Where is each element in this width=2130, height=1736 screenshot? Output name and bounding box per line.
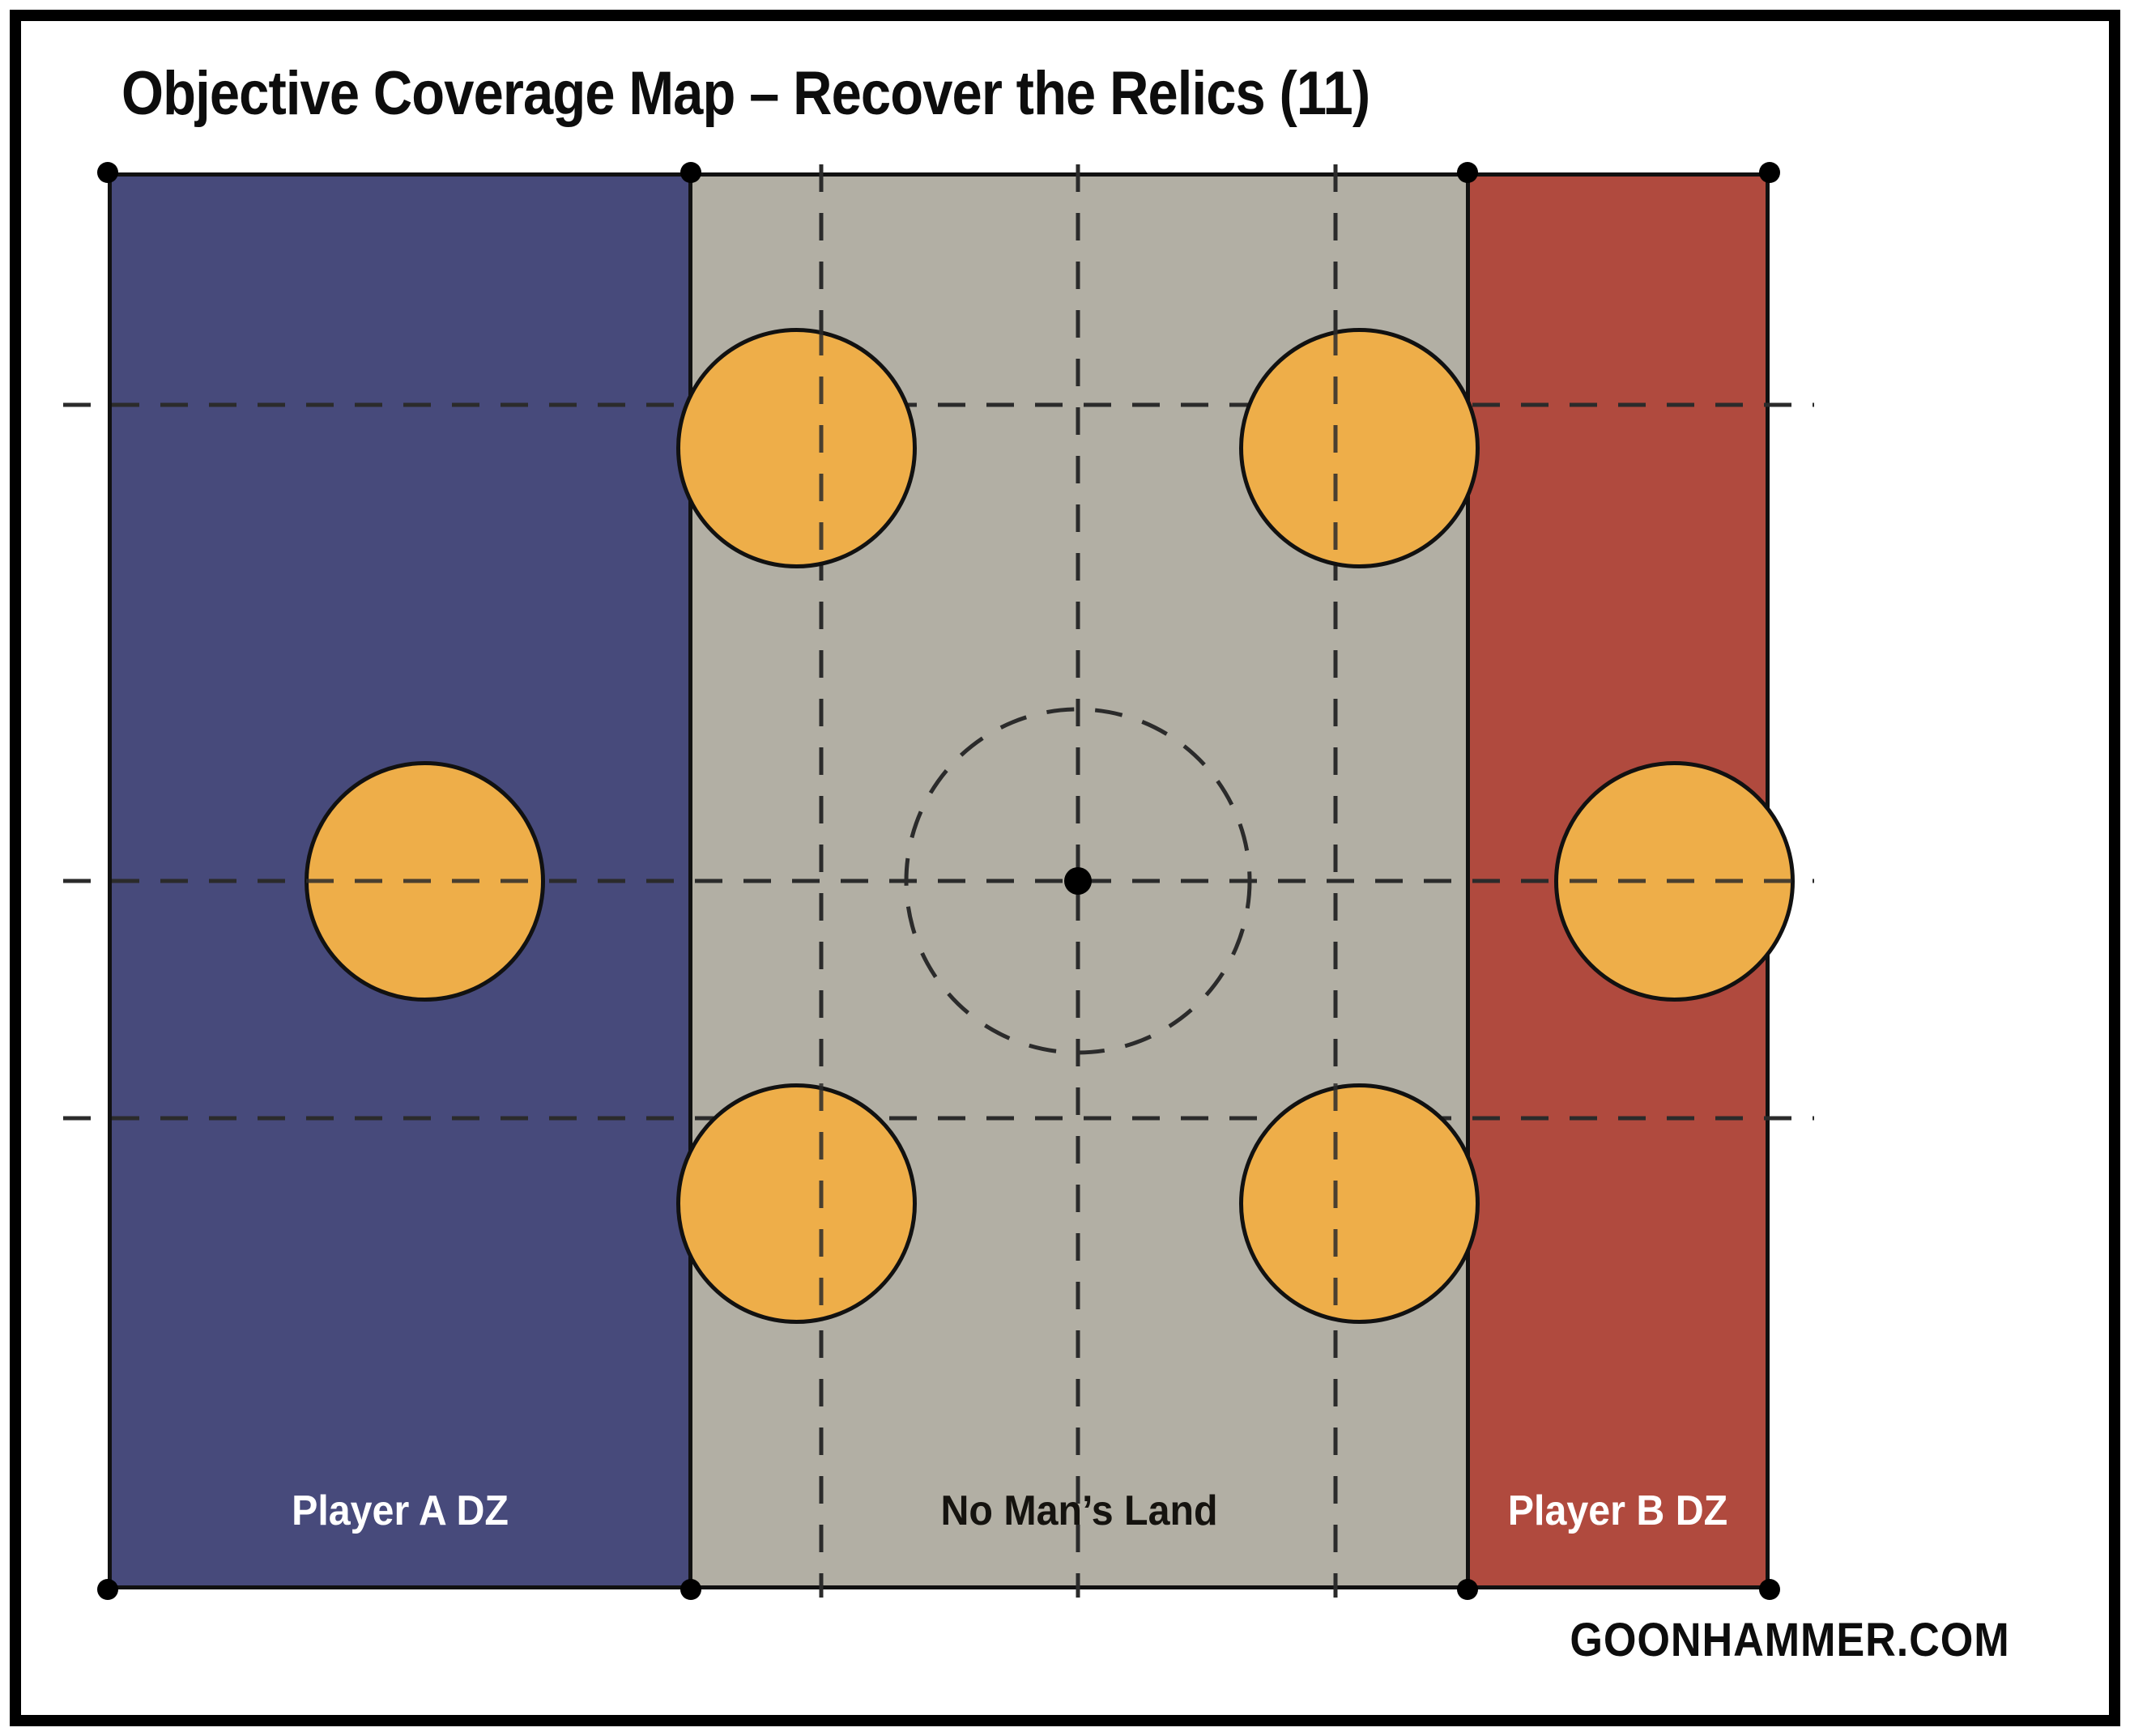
objective-marker-nml-bottom-left[interactable] xyxy=(676,1083,917,1324)
zone-label-player-b-dz: Player B DZ xyxy=(1507,1487,1728,1534)
corner-dot-top-right xyxy=(1759,162,1780,183)
objective-marker-nml-top-left[interactable] xyxy=(676,328,917,568)
objective-marker-nml-bottom-right[interactable] xyxy=(1239,1083,1480,1324)
deployment-grid-overlay xyxy=(63,328,1814,1324)
site-watermark: GOONHAMMER.COM xyxy=(1570,1614,2010,1666)
corner-dot-bottom-left xyxy=(97,1579,118,1600)
page-title: Objective Coverage Map – Recover the Rel… xyxy=(121,59,1370,128)
boundary-dot-a-nml-top xyxy=(680,162,701,183)
objective-marker-nml-top-right[interactable] xyxy=(1239,328,1480,568)
corner-dot-top-left xyxy=(97,162,118,183)
zone-label-player-a-dz: Player A DZ xyxy=(292,1487,509,1534)
game-board: Player A DZ No Man’s Land Player B DZ xyxy=(63,162,1814,1600)
boundary-dot-nml-b-bottom xyxy=(1457,1579,1478,1600)
boundary-dot-a-nml-bottom xyxy=(680,1579,701,1600)
boundary-dot-nml-b-top xyxy=(1457,162,1478,183)
corner-dot-bottom-right xyxy=(1759,1579,1780,1600)
board-center-dot xyxy=(1064,867,1092,895)
